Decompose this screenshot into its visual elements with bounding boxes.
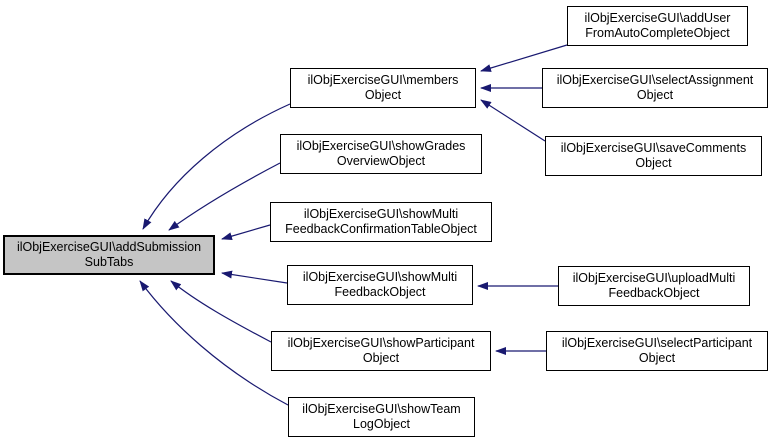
node-label-line: ilObjExerciseGUI\showMulti [302, 270, 458, 284]
edge-showGrades-to-addSubmissionSubTabs [168, 162, 281, 231]
node-label-line: Object [362, 351, 400, 365]
node-label-line: Object [364, 88, 402, 102]
edge-showParticipant-to-addSubmissionSubTabs [170, 280, 272, 343]
node-label-line: Object [635, 156, 672, 170]
node-label-line: FeedbackObject [608, 286, 700, 300]
node-label-line: LogObject [353, 417, 410, 431]
node-showParticipantObject[interactable]: ilObjExerciseGUI\showParticipant Object [271, 331, 491, 371]
node-selectAssignmentObject[interactable]: ilObjExerciseGUI\selectAssignment Object [542, 68, 768, 108]
node-uploadMultiFeedbackObject[interactable]: ilObjExerciseGUI\uploadMulti FeedbackObj… [558, 266, 750, 306]
node-addSubmissionSubTabs: ilObjExerciseGUI\addSubmission SubTabs [3, 235, 215, 275]
node-label-line: ilObjExerciseGUI\addUser [584, 11, 731, 25]
node-label-line: ilObjExerciseGUI\selectAssignment [556, 73, 754, 87]
node-showMultiFeedbackObject[interactable]: ilObjExerciseGUI\showMulti FeedbackObjec… [287, 265, 473, 305]
node-label-line: ilObjExerciseGUI\showMulti [303, 207, 459, 221]
node-label-line: ilObjExerciseGUI\showGrades [296, 139, 466, 153]
node-label-line: FeedbackConfirmationTableObject [285, 222, 477, 236]
edge-saveComments-to-members [480, 99, 546, 142]
node-showTeamLogObject[interactable]: ilObjExerciseGUI\showTeam LogObject [288, 397, 475, 437]
edge-showTeamLog-to-addSubmissionSubTabs [139, 280, 289, 406]
node-label-line: Object [636, 88, 674, 102]
edge-members-to-addSubmissionSubTabs [142, 103, 291, 230]
node-membersObject[interactable]: ilObjExerciseGUI\members Object [290, 68, 476, 108]
node-label-line: ilObjExerciseGUI\showParticipant [287, 336, 475, 350]
node-addUserFromAutoCompleteObject[interactable]: ilObjExerciseGUI\addUser FromAutoComplet… [567, 6, 748, 46]
node-selectParticipantObject[interactable]: ilObjExerciseGUI\selectParticipant Objec… [546, 331, 768, 371]
node-label-line: ilObjExerciseGUI\selectParticipant [561, 336, 753, 350]
node-label-line: FeedbackObject [334, 285, 426, 299]
node-label-line: ilObjExerciseGUI\members [307, 73, 459, 87]
edge-confTable-to-addSubmissionSubTabs [221, 224, 271, 241]
node-label-line: Object [638, 351, 676, 365]
node-label-line: ilObjExerciseGUI\uploadMulti [572, 271, 736, 285]
node-label-line: OverviewObject [336, 154, 426, 168]
node-showGradesOverviewObject[interactable]: ilObjExerciseGUI\showGrades OverviewObje… [280, 134, 482, 174]
node-label-line: SubTabs [84, 255, 134, 269]
node-label-line: ilObjExerciseGUI\saveComments [560, 141, 747, 155]
node-saveCommentsObject[interactable]: ilObjExerciseGUI\saveComments Object [545, 136, 762, 176]
node-label-line: ilObjExerciseGUI\showTeam [302, 402, 461, 416]
node-showMultiFeedbackConfirmationTableObject[interactable]: ilObjExerciseGUI\showMulti FeedbackConfi… [270, 202, 492, 242]
edge-showMultiFb-to-addSubmissionSubTabs [221, 270, 288, 284]
node-label-line: ilObjExerciseGUI\addSubmission [16, 240, 202, 254]
node-label-line: FromAutoCompleteObject [585, 26, 730, 40]
